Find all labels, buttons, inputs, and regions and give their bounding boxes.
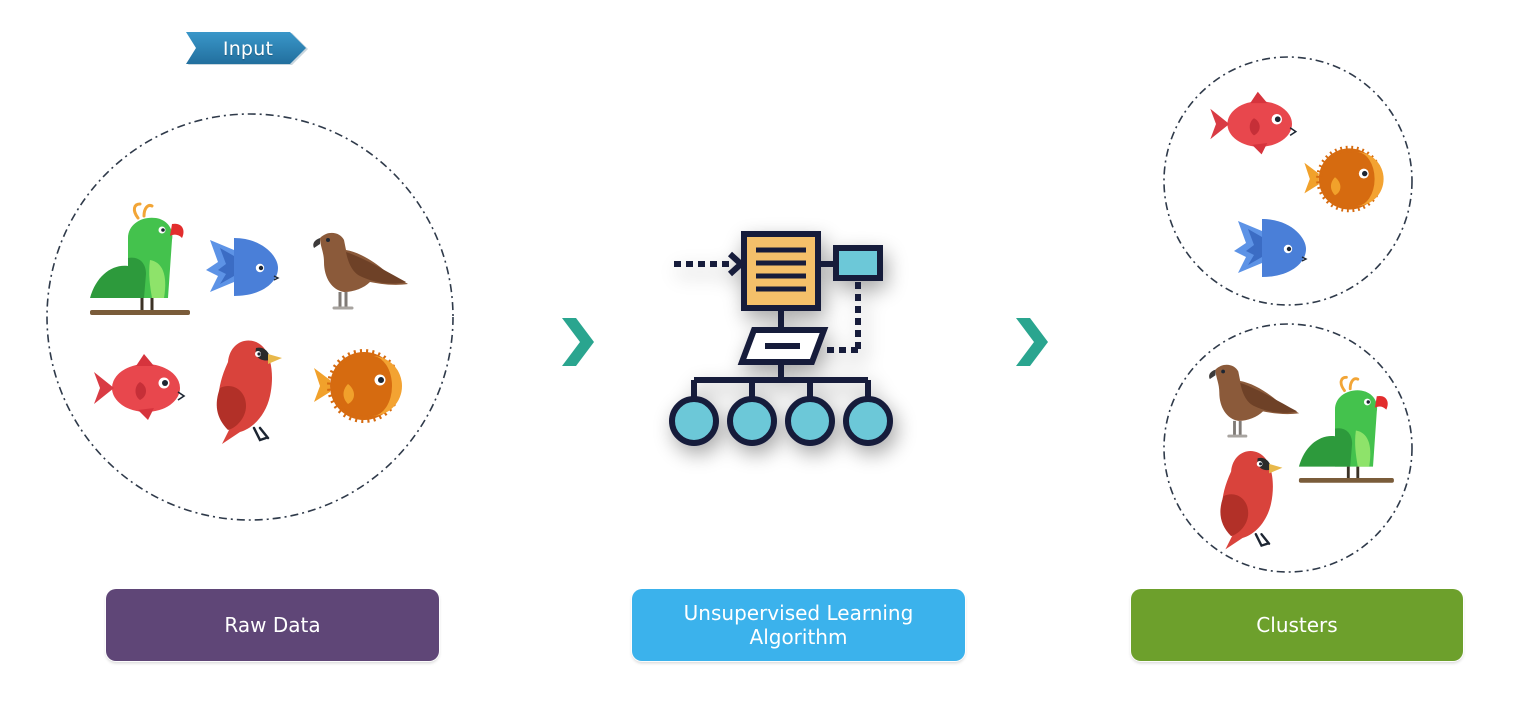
clusters-text: Clusters	[1256, 613, 1338, 637]
blue-fish-icon	[1233, 218, 1307, 278]
chevron-right-icon	[1016, 318, 1048, 366]
bird-cluster-circle	[1163, 323, 1413, 573]
flowchart-icon	[669, 231, 893, 446]
algorithm-label: Unsupervised Learning Algorithm	[632, 589, 965, 661]
blue-fish-icon	[205, 237, 279, 297]
cardinal-icon	[215, 339, 284, 446]
parrot-icon	[1297, 375, 1396, 485]
tag-shape	[186, 32, 308, 65]
eagle-icon	[311, 231, 410, 310]
algorithm-text-line1: Unsupervised Learning	[683, 601, 914, 625]
pufferfish-icon	[314, 352, 402, 420]
clusters-label: Clusters	[1131, 589, 1463, 661]
cardinal-icon	[1219, 449, 1284, 551]
input-tag-label: Input	[222, 38, 274, 60]
fish-cluster-circle	[1163, 56, 1413, 306]
input-tag: Input	[186, 30, 310, 68]
red-fish-icon	[93, 353, 185, 421]
chevron-right-icon	[562, 318, 594, 366]
algorithm-text-line2: Algorithm	[749, 625, 848, 649]
pufferfish-icon	[1304, 148, 1383, 209]
raw-data-circle	[46, 113, 454, 521]
raw-data-label: Raw Data	[106, 589, 439, 661]
eagle-icon	[1207, 363, 1301, 438]
parrot-icon	[88, 202, 192, 317]
red-fish-icon	[1209, 90, 1297, 156]
raw-data-text: Raw Data	[224, 613, 321, 637]
